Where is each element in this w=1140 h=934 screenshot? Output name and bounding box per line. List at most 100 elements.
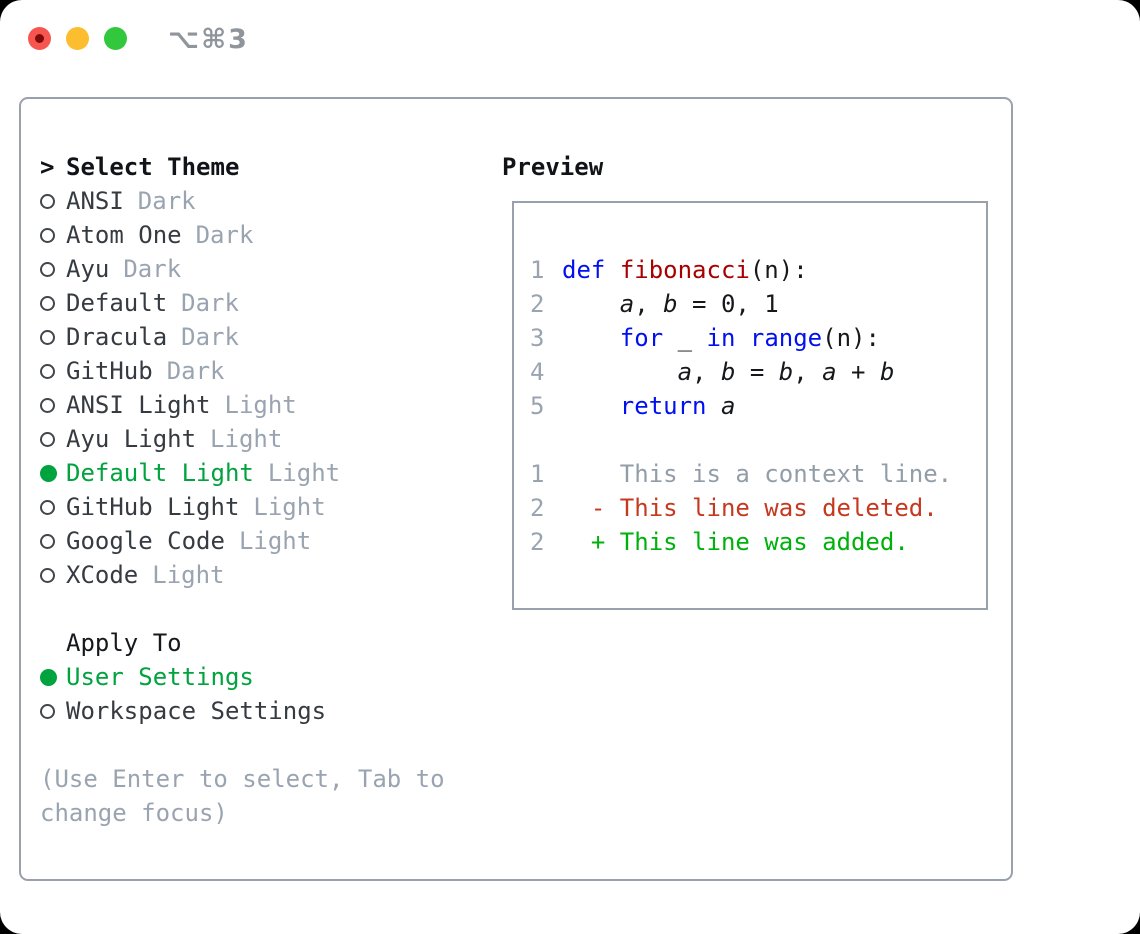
radio-icon [40,261,55,277]
blank-line [530,423,986,457]
radio-icon [40,431,55,447]
theme-option-github-light[interactable]: GitHub Light Light [40,490,340,524]
theme-name: ANSI Light [66,391,211,419]
code-line: 4 a, b = b, a + b [530,355,986,389]
radio-selected-icon [40,464,57,482]
apply-option-label: User Settings [66,663,254,691]
theme-name: Google Code [66,527,225,555]
theme-variant: Light [238,527,312,555]
theme-option-ayu-dark[interactable]: Ayu Dark [40,252,340,286]
hint-line-2: change focus) [40,799,228,827]
theme-list: > Select Theme ANSI Dark Atom One Dark A… [40,150,340,592]
theme-variant: Light [253,493,326,521]
diff-text: - This line was deleted. [562,494,938,522]
code-segment: b [663,290,678,318]
theme-variant: Dark [181,289,239,317]
diff-added-line: 2 + This line was added. [530,525,986,559]
radio-icon [40,295,55,311]
theme-option-dracula-dark[interactable]: Dracula Dark [40,320,340,354]
theme-name: XCode [66,561,139,589]
code-segment [562,358,678,386]
preview-title: Preview [502,153,604,181]
apply-to-section: Apply To User Settings Workspace Setting… [40,626,326,728]
theme-option-github-dark[interactable]: GitHub Dark [40,354,340,388]
code-segment: a [822,358,837,386]
theme-name: Ayu Light [66,425,197,453]
theme-variant: Light [267,459,341,487]
code-segment [707,392,721,420]
zoom-button[interactable] [104,27,127,50]
theme-variant: Dark [123,255,182,283]
code-line: 5 return a [530,389,986,423]
radio-icon [40,397,55,413]
close-button[interactable] [28,27,51,50]
code-segment [562,324,620,352]
apply-to-title: Apply To [66,629,182,657]
code-segment: , [793,358,823,386]
theme-variant: Light [224,391,297,419]
line-number: 1 [530,256,545,284]
theme-option-google-code-light[interactable]: Google Code Light [40,524,340,558]
theme-name: Ayu [66,255,110,283]
diff-text: This is a context line. [562,460,953,488]
apply-to-header: Apply To [40,626,326,660]
code-segment: b [778,358,794,386]
code-segment: , [692,358,721,386]
line-number: 2 [530,528,545,556]
apply-option-user-settings[interactable]: User Settings [40,660,326,694]
theme-option-ayu-light[interactable]: Ayu Light Light [40,422,340,456]
code-segment: _ [663,324,707,352]
line-number: 3 [530,324,545,352]
apply-option-label: Workspace Settings [66,697,327,725]
code-segment [562,290,620,318]
code-segment: (n): [822,324,880,352]
theme-name: Default [66,289,168,317]
radio-icon [40,363,55,379]
theme-selector-panel: > Select Theme ANSI Dark Atom One Dark A… [19,97,1013,881]
radio-icon [40,533,55,549]
theme-variant: Dark [181,323,239,351]
theme-option-default-dark[interactable]: Default Dark [40,286,340,320]
theme-variant: Dark [137,187,196,215]
theme-variant: Light [152,561,225,589]
radio-icon [40,193,55,209]
line-number: 5 [530,392,545,420]
code-segment: b [879,358,895,386]
code-segment: def [562,256,606,284]
apply-option-workspace-settings[interactable]: Workspace Settings [40,694,326,728]
theme-option-atom-one-dark[interactable]: Atom One Dark [40,218,340,252]
diff-text: + This line was added. [562,528,909,556]
code-segment: fibonacci [619,256,750,284]
code-line: 3 for _ in range(n): [530,321,986,355]
code-segment [562,392,620,420]
code-segment: return [619,392,707,420]
code-preview-box: 1 def fibonacci (n): 2 a, b = 0, 1 3 for … [512,201,988,610]
code-segment: , [634,290,664,318]
close-dot-icon [35,34,44,43]
minimize-button[interactable] [66,27,89,50]
line-number: 2 [530,290,545,318]
radio-icon [40,703,55,719]
code-segment: b [720,358,736,386]
theme-name: Atom One [66,221,182,249]
code-segment: for [619,324,664,352]
code-line: 2 a, b = 0, 1 [530,287,986,321]
code-segment: a [619,290,635,318]
line-number: 2 [530,494,545,522]
theme-option-xcode-light[interactable]: XCode Light [40,558,340,592]
theme-name: GitHub Light [66,493,240,521]
select-theme-title: Select Theme [66,153,240,181]
theme-option-ansi-light[interactable]: ANSI Light Light [40,388,340,422]
theme-variant: Dark [166,357,225,385]
hint-line-1: (Use Enter to select, Tab to [40,765,445,793]
hint-text: (Use Enter to select, Tab to change focu… [40,762,445,830]
theme-option-ansi-dark[interactable]: ANSI Dark [40,184,340,218]
theme-option-default-light[interactable]: Default Light Light [40,456,340,490]
window-title: ⌥⌘3 [168,24,249,55]
code-segment: = 0, 1 [677,290,779,318]
theme-variant: Light [210,425,283,453]
theme-name: Dracula [66,323,168,351]
code-segment: = [735,358,779,386]
code-segment: + [836,358,880,386]
